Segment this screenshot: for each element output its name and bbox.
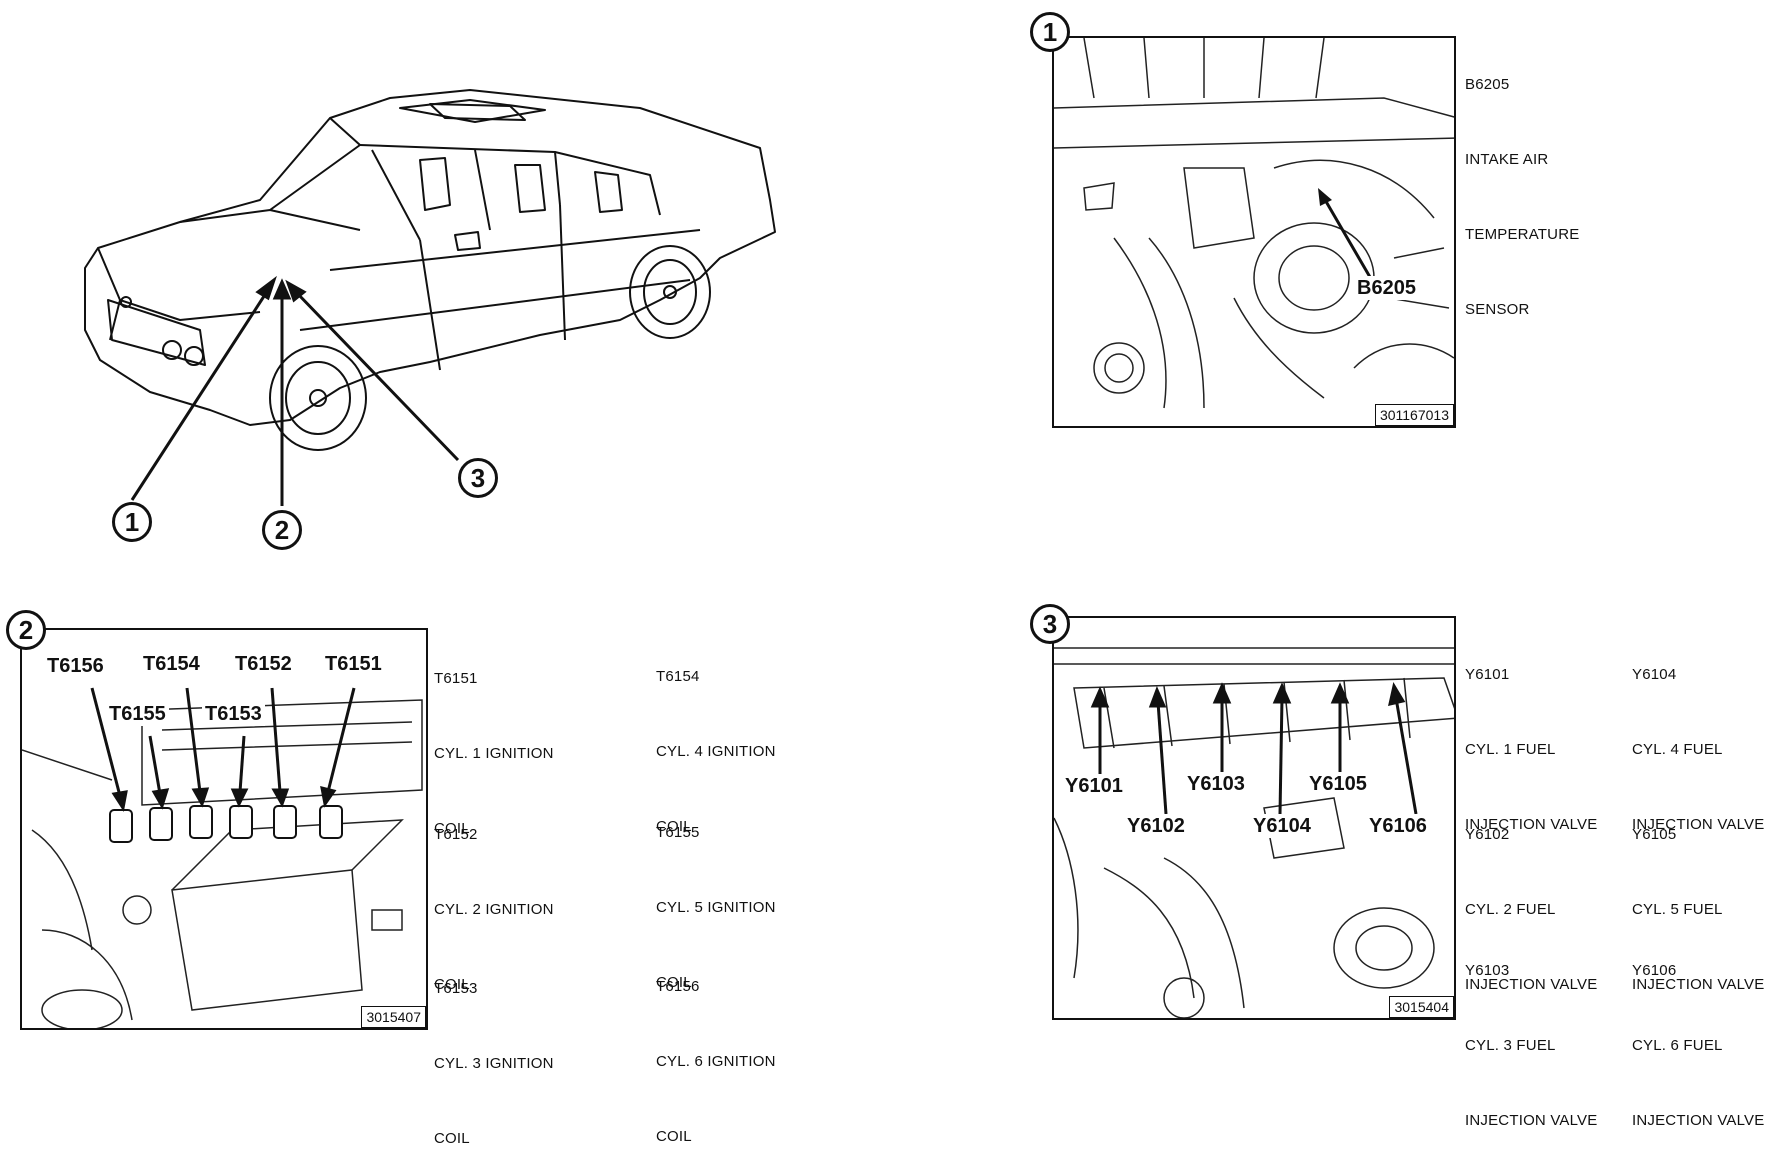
panel-3-caption-y6106: Y6106 CYL. 6 FUEL INJECTION VALVE [1632,908,1764,1158]
caption-code: Y6105 [1632,826,1677,843]
label-t6156: T6156 [44,654,107,678]
label-y6104: Y6104 [1250,814,1314,838]
caption-line: CYL. 6 FUEL [1632,1037,1723,1054]
caption-line: CYL. 5 IGNITION [656,899,776,916]
panel-3-caption-y6103: Y6103 CYL. 3 FUEL INJECTION VALVE [1465,908,1597,1158]
caption-line: COIL [434,976,470,993]
caption-line: CYL. 1 IGNITION [434,745,554,762]
panel-2-number: 2 [6,610,46,650]
label-t6151: T6151 [322,652,385,676]
caption-line: INJECTION VALVE [1465,976,1598,993]
car-illustration [84,89,776,506]
caption-code: T6151 [434,670,478,687]
caption-code: T6156 [656,978,700,995]
figure-id-panel-2: 3015407 [361,1006,426,1028]
caption-code: Y6104 [1632,666,1677,683]
caption-line: COIL [434,820,470,837]
overview-callout-3: 3 [458,458,498,498]
panel-2-caption-t6154: T6154 CYL. 4 IGNITION COIL [656,614,776,864]
caption-code: B6205 [1465,76,1510,93]
panel-2-caption-t6155: T6155 CYL. 5 IGNITION COIL [656,770,776,1020]
label-y6105: Y6105 [1306,772,1370,796]
caption-code: T6152 [434,826,478,843]
caption-line: CYL. 2 IGNITION [434,901,554,918]
panel-3-caption-y6105: Y6105 CYL. 5 FUEL INJECTION VALVE [1632,772,1764,1022]
intake-engine-drawing [1054,38,1454,409]
label-t6153: T6153 [202,702,265,726]
caption-code: T6153 [434,980,478,997]
panel-3-caption-y6102: Y6102 CYL. 2 FUEL INJECTION VALVE [1465,772,1597,1022]
overview-callout-1: 1 [112,502,152,542]
label-t6152: T6152 [232,652,295,676]
caption-line: INTAKE AIR [1465,151,1549,168]
figure-id-panel-3: 3015404 [1389,996,1454,1018]
caption-line: COIL [434,1130,470,1147]
caption-line: INJECTION VALVE [1632,976,1765,993]
caption-line: CYL. 2 FUEL [1465,901,1556,918]
caption-code: Y6101 [1465,666,1510,683]
panel-2-caption-t6156: T6156 CYL. 6 IGNITION COIL [656,924,776,1174]
panel-3-injector-photo: Y6101 Y6103 Y6105 Y6102 Y6104 Y6106 3015… [1052,616,1456,1020]
caption-line: INJECTION VALVE [1465,816,1598,833]
caption-line: CYL. 6 IGNITION [656,1053,776,1070]
caption-line: TEMPERATURE [1465,226,1580,243]
panel-1-caption: B6205 INTAKE AIR TEMPERATURE SENSOR [1465,22,1579,347]
panel-2-caption-t6151: T6151 CYL. 1 IGNITION COIL [434,616,554,866]
panel-3-caption-y6104: Y6104 CYL. 4 FUEL INJECTION VALVE [1632,612,1764,862]
label-y6106: Y6106 [1366,814,1430,838]
panel-1-intake-photo: B6205 301167013 [1052,36,1456,428]
caption-line: COIL [656,818,692,835]
panel-2-ignition-photo: T6156 T6154 T6152 T6151 T6155 T6153 3015… [20,628,428,1030]
caption-line: INJECTION VALVE [1632,1112,1765,1129]
panel-3-caption-y6101: Y6101 CYL. 1 FUEL INJECTION VALVE [1465,612,1597,862]
label-y6103: Y6103 [1184,772,1248,796]
panel-2-caption-t6153: T6153 CYL. 3 IGNITION COIL [434,926,554,1176]
caption-code: T6154 [656,668,700,685]
injector-engine-drawing [1054,647,1454,1018]
caption-line: CYL. 4 FUEL [1632,741,1723,758]
caption-code: Y6102 [1465,826,1510,843]
overview-callout-2: 2 [262,510,302,550]
caption-line: CYL. 4 IGNITION [656,743,776,760]
caption-line: SENSOR [1465,301,1530,318]
caption-line: COIL [656,1128,692,1145]
car-overview: 1 2 3 [0,0,800,560]
panel-3-number: 3 [1030,604,1070,644]
label-b6205: B6205 [1354,276,1419,300]
caption-code: T6155 [656,824,700,841]
ignition-engine-drawing [22,687,423,1028]
label-y6102: Y6102 [1124,814,1188,838]
panel-1-number: 1 [1030,12,1070,52]
caption-line: CYL. 1 FUEL [1465,741,1556,758]
label-t6154: T6154 [140,652,203,676]
caption-line: CYL. 3 FUEL [1465,1037,1556,1054]
panel-2-caption-t6152: T6152 CYL. 2 IGNITION COIL [434,772,554,1022]
caption-code: Y6106 [1632,962,1677,979]
caption-line: INJECTION VALVE [1632,816,1765,833]
caption-line: INJECTION VALVE [1465,1112,1598,1129]
label-t6155: T6155 [106,702,169,726]
caption-line: COIL [656,974,692,991]
figure-id-panel-1: 301167013 [1374,404,1454,426]
caption-line: CYL. 5 FUEL [1632,901,1723,918]
caption-code: Y6103 [1465,962,1510,979]
label-y6101: Y6101 [1062,774,1126,798]
caption-line: CYL. 3 IGNITION [434,1055,554,1072]
